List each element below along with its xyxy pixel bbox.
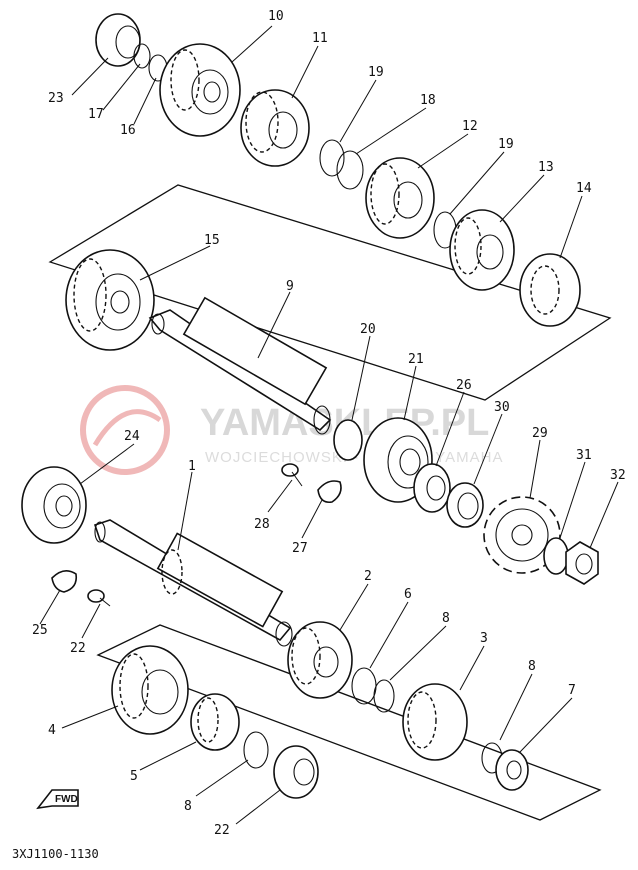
sprocket-30	[483, 496, 561, 574]
callout-32: 31	[576, 448, 592, 463]
main-axle-9	[148, 296, 332, 435]
callout-19-b: 19	[498, 137, 514, 152]
bearing-22	[273, 745, 319, 799]
leader-lines	[39, 25, 619, 825]
callout-25: 22	[70, 641, 86, 656]
callout-26: 26	[456, 378, 472, 393]
callout-13: 13	[538, 160, 554, 175]
callout-23: 24	[124, 429, 140, 444]
drive-axle-1	[93, 519, 293, 647]
callout-28: 28	[254, 517, 270, 532]
lower-group-box	[96, 624, 602, 821]
gear-3	[402, 683, 468, 761]
watermark-logo-swoosh	[92, 409, 162, 447]
circlip-8-lower	[243, 731, 269, 769]
bolt-28	[281, 463, 303, 487]
callout-16: 16	[120, 123, 136, 138]
lock-washer-32	[543, 537, 569, 575]
plate-27	[317, 480, 342, 504]
washer-18	[336, 150, 364, 190]
callout-30: 29	[532, 426, 548, 441]
callout-8-c: 8	[184, 799, 192, 814]
callout-33: 32	[610, 468, 626, 483]
callout-10: 10	[268, 9, 284, 24]
callout-22: 22	[214, 823, 230, 838]
circlip-19-upper	[319, 139, 345, 177]
callout-labels: 23 17 16 10 11 19 18 12 19 13 14 15 9 20…	[32, 9, 626, 838]
bearing-29	[95, 13, 141, 67]
gear-11	[240, 89, 310, 167]
gear-15	[65, 249, 155, 351]
gear-4	[111, 645, 189, 735]
callout-9: 9	[286, 279, 294, 294]
nut-33	[565, 541, 599, 585]
callout-15: 15	[204, 233, 220, 248]
callout-4: 4	[48, 723, 56, 738]
washer-20	[333, 419, 363, 461]
washer-7	[495, 749, 529, 791]
bolt-25	[87, 589, 111, 607]
gear-5	[190, 693, 240, 751]
callout-5: 5	[130, 769, 138, 784]
gear-10	[159, 43, 241, 137]
callout-11: 11	[312, 31, 328, 46]
washer-6	[351, 667, 377, 705]
callout-24: 25	[32, 623, 48, 638]
callout-8-b: 8	[528, 659, 536, 674]
gear-13	[449, 209, 515, 291]
upper-group-box	[48, 184, 612, 401]
circlip-8-middle	[373, 679, 395, 713]
callout-18: 18	[420, 93, 436, 108]
gear-12	[365, 157, 435, 239]
circlip-17	[133, 43, 151, 69]
bearing-23	[21, 466, 87, 544]
spacer-31	[446, 482, 484, 528]
callout-31: 30	[494, 400, 510, 415]
callout-27: 27	[292, 541, 308, 556]
callout-3: 3	[480, 631, 488, 646]
callout-19-a: 19	[368, 65, 384, 80]
callout-20: 20	[360, 322, 376, 337]
fwd-label: FWD	[55, 794, 78, 805]
callout-7: 7	[568, 683, 576, 698]
plate-24	[51, 570, 78, 593]
callout-14: 14	[576, 181, 592, 196]
callout-2: 2	[364, 569, 372, 584]
callout-6: 6	[404, 587, 412, 602]
watermark-logo	[80, 385, 170, 475]
callout-1: 1	[188, 459, 196, 474]
callout-17: 17	[88, 107, 104, 122]
callout-8-a: 8	[442, 611, 450, 626]
callout-12: 12	[462, 119, 478, 134]
gear-2	[287, 621, 353, 699]
callout-29: 23	[48, 91, 64, 106]
fwd-arrow-icon: FWD	[36, 789, 79, 810]
collar-26	[413, 463, 451, 513]
diagram-code: 3XJ1100-1130	[12, 847, 99, 861]
gear-14	[519, 253, 581, 327]
callout-21: 21	[408, 352, 424, 367]
